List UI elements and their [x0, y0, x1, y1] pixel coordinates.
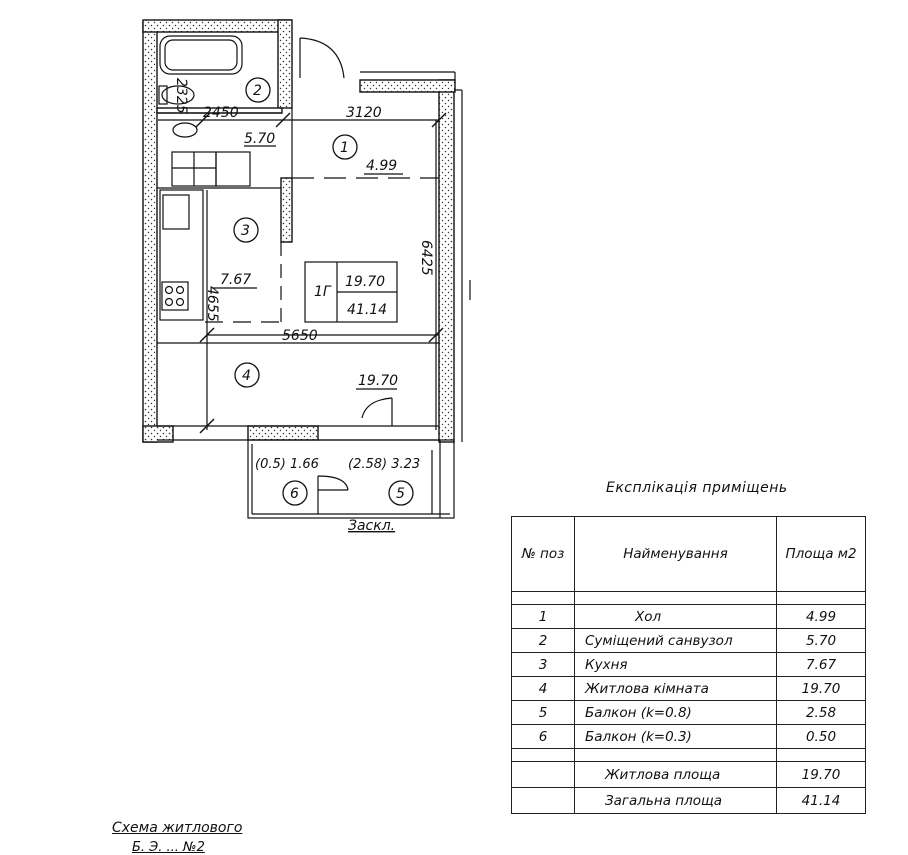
room-num-2: 2 — [253, 83, 262, 99]
table-row: 2 Суміщений санвузол 5.70 — [511, 628, 866, 653]
living-area-row: Житлова площа 19.70 — [511, 761, 866, 788]
table-row: 4 Житлова кімната 19.70 — [511, 676, 866, 701]
table-row: 3 Кухня 7.67 — [511, 652, 866, 677]
room-circle-4 — [234, 362, 260, 388]
dim-5650: 5650 — [282, 328, 318, 344]
plan-lines — [157, 35, 471, 519]
dim-2325: 2325 — [173, 78, 189, 114]
table-row — [511, 591, 866, 605]
dim-6425: 6425 — [418, 240, 434, 276]
room-circle-5 — [388, 480, 414, 506]
summary-living: 19.70 — [345, 274, 385, 290]
room-circle-1 — [332, 134, 358, 160]
dim-2450: 2450 — [203, 105, 239, 121]
room-num-6: 6 — [290, 486, 299, 502]
header-num: № поз — [511, 516, 575, 592]
summary-total: 41.14 — [347, 302, 387, 318]
header-name: Найменування — [574, 516, 777, 592]
caption-line-1: Схема житлового — [112, 820, 243, 836]
room-area-6: (0.5) 1.66 — [255, 457, 319, 472]
room-circle-6 — [282, 480, 308, 506]
table-row — [511, 748, 866, 762]
table-row: 1 Хол 4.99 — [511, 604, 866, 629]
explication-table: № поз Найменування Площа м2 1 Хол 4.99 2… — [511, 516, 866, 814]
dimension-ticks — [195, 112, 447, 434]
dim-3120: 3120 — [346, 105, 382, 121]
balcony-label: Заскл. — [348, 518, 395, 534]
room-circles — [233, 77, 414, 506]
room-num-5: 5 — [396, 486, 405, 502]
total-area-row: Загальна площа 41.14 — [511, 787, 866, 814]
caption-line-2: Б. Э. ... №2 — [132, 840, 205, 855]
header-area: Площа м2 — [776, 516, 866, 592]
table-header-row: № поз Найменування Площа м2 — [511, 516, 866, 592]
room-circle-3 — [233, 217, 259, 243]
explication-title: Експлікація приміщень — [606, 480, 788, 496]
room-area-5: (2.58) 3.23 — [348, 457, 420, 472]
dim-4655: 4655 — [204, 286, 220, 322]
room-num-1: 1 — [340, 140, 349, 156]
room-area-2: 5.70 — [244, 131, 275, 147]
room-area-4: 19.70 — [358, 373, 398, 389]
room-circle-2 — [245, 77, 271, 103]
room-area-3: 7.67 — [220, 272, 251, 288]
table-row: 6 Балкон (k=0.3) 0.50 — [511, 724, 866, 749]
room-num-3: 3 — [241, 223, 250, 239]
table-row: 5 Балкон (k=0.8) 2.58 — [511, 700, 866, 725]
room-num-4: 4 — [242, 368, 251, 384]
summary-code: 1Г — [314, 284, 332, 300]
walls — [142, 19, 456, 443]
room-area-1: 4.99 — [366, 158, 397, 174]
